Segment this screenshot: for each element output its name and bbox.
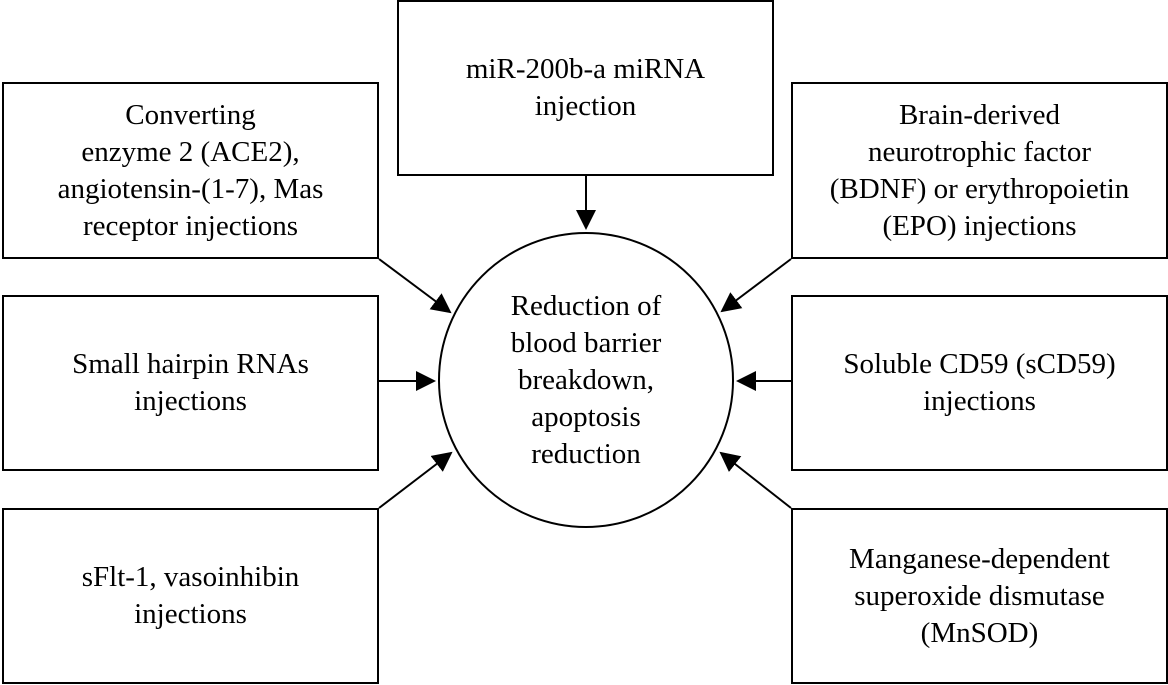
- arrow-upper-right: [720, 258, 792, 313]
- arrow-upper-left: [378, 258, 452, 314]
- scd59-box: Soluble CD59 (sCD59) injections: [791, 295, 1168, 471]
- ace2-label: Converting enzyme 2 (ACE2), angiotensin-…: [57, 98, 324, 242]
- arrow-lower-left: [378, 451, 453, 509]
- sflt1-label: sFlt-1, vasoinhibin injections: [81, 561, 300, 630]
- center-outcome-label: Reduction of blood barrier breakdown, ap…: [510, 289, 662, 470]
- center-outcome-node: Reduction of blood barrier breakdown, ap…: [438, 232, 734, 528]
- mir-200b-label: miR-200b-a miRNA injection: [465, 53, 706, 122]
- arrow-lower-right: [719, 451, 792, 509]
- bdnf-epo-box: Brain-derived neurotrophic factor (BDNF)…: [791, 82, 1168, 259]
- ace2-box: Converting enzyme 2 (ACE2), angiotensin-…: [2, 82, 379, 259]
- scd59-label: Soluble CD59 (sCD59) injections: [843, 348, 1116, 417]
- mnsod-box: Manganese-dependent superoxide dismutase…: [791, 508, 1168, 684]
- bdnf-epo-label: Brain-derived neurotrophic factor (BDNF)…: [829, 98, 1130, 242]
- sflt1-box: sFlt-1, vasoinhibin injections: [2, 508, 379, 684]
- shrna-label: Small hairpin RNAs injections: [72, 348, 309, 417]
- mnsod-label: Manganese-dependent superoxide dismutase…: [849, 542, 1110, 649]
- shrna-box: Small hairpin RNAs injections: [2, 295, 379, 471]
- mir-200b-box: miR-200b-a miRNA injection: [397, 0, 774, 176]
